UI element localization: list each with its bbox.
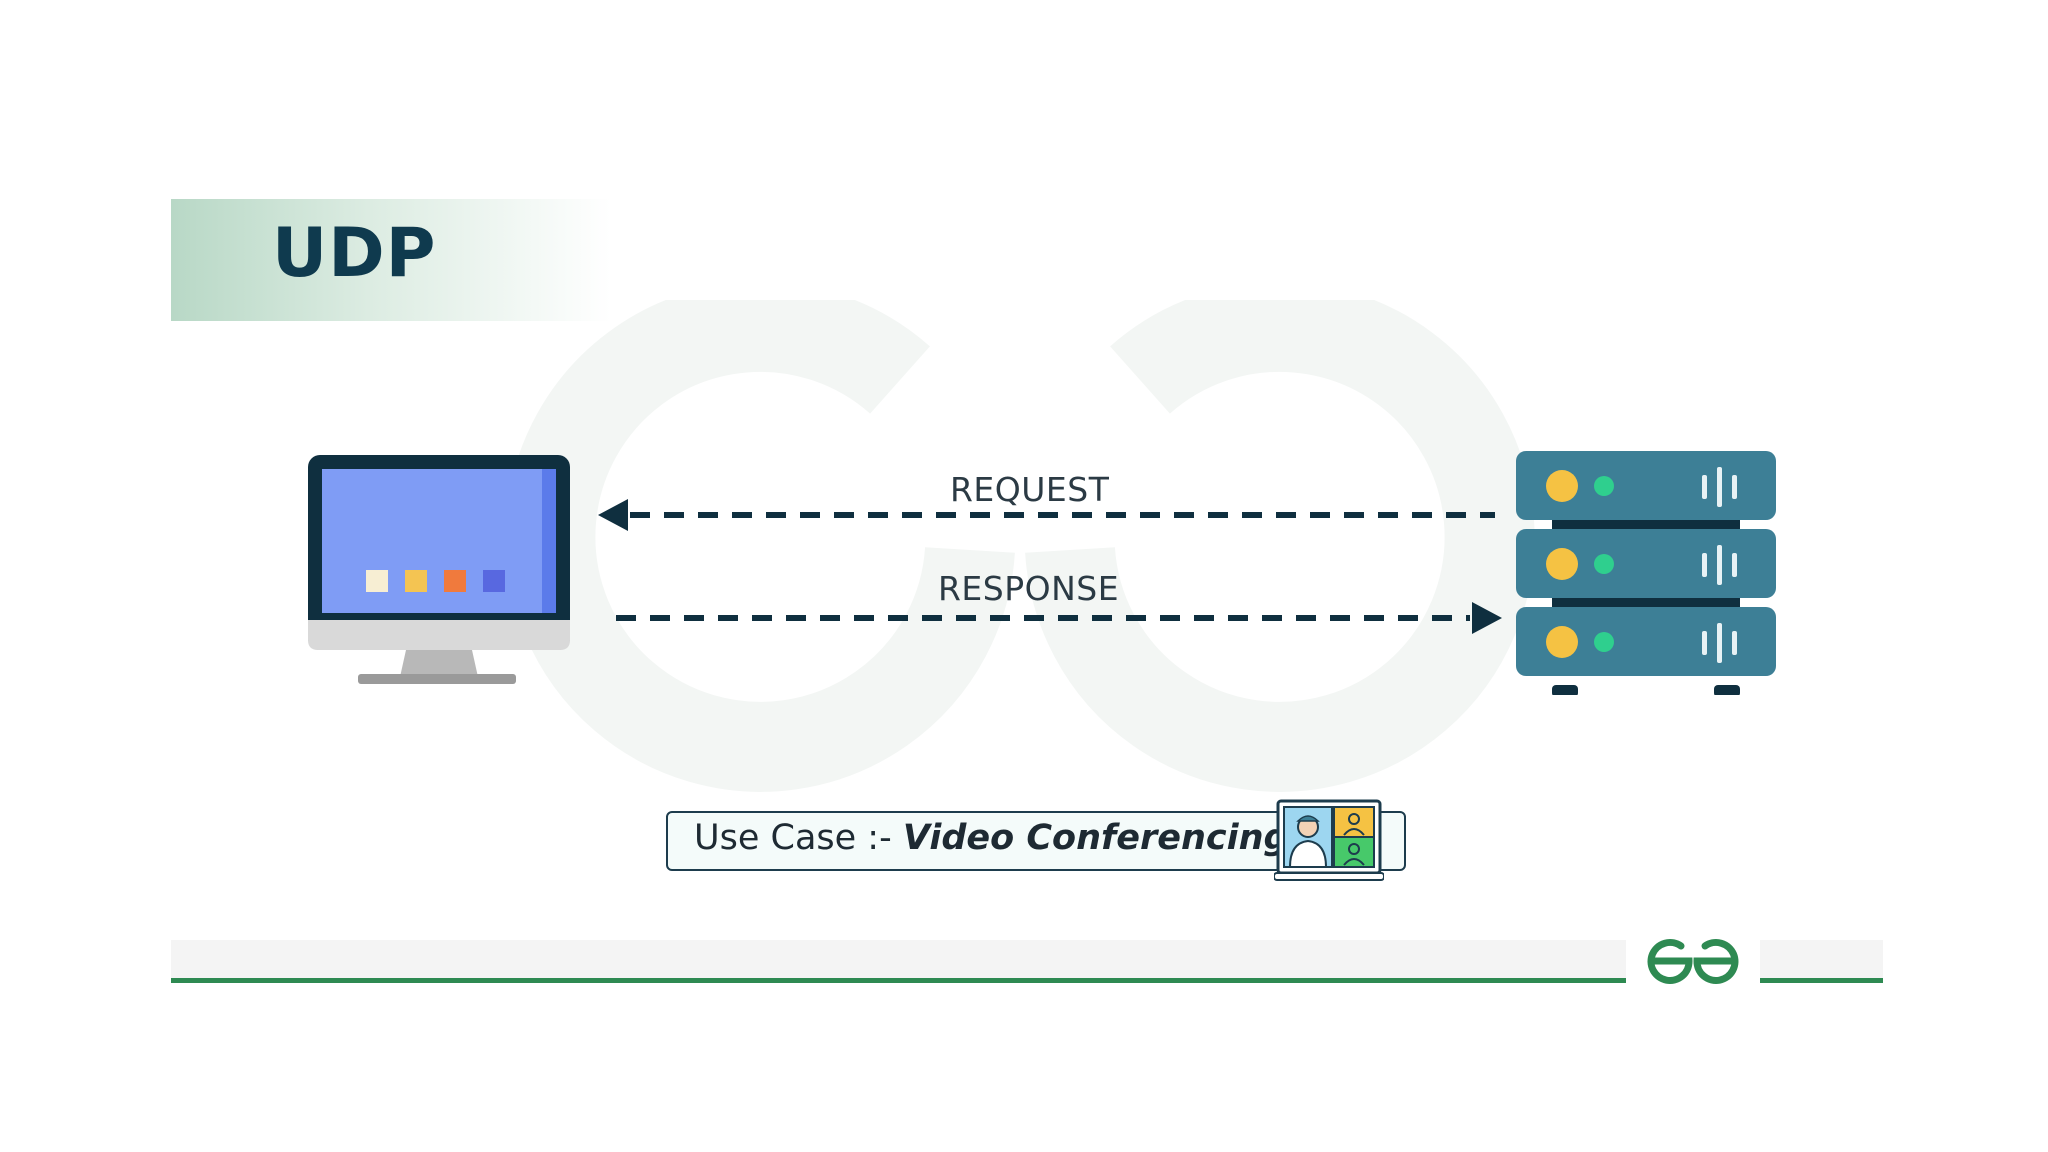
title-band: [171, 199, 611, 321]
use-case-value: Video Conferencing: [902, 818, 1289, 858]
server-rack-icon: [1516, 451, 1776, 695]
response-arrow-head: [1472, 602, 1502, 634]
response-label: RESPONSE: [938, 569, 1120, 608]
use-case-prefix: Use Case :-: [694, 818, 903, 858]
footer-band: [171, 940, 1883, 980]
request-arrow-head: [598, 499, 628, 531]
slide-title: UDP: [272, 214, 437, 293]
request-response-arrows: [598, 499, 1502, 634]
footer-line-right: [1760, 978, 1883, 983]
desktop-monitor-icon: [308, 455, 570, 684]
footer-line: [171, 978, 1626, 983]
video-conference-icon: [1274, 799, 1384, 881]
request-label: REQUEST: [950, 470, 1110, 509]
gfg-logo: [1647, 939, 1739, 984]
use-case-text: Use Case :- Video Conferencing: [694, 818, 1289, 858]
